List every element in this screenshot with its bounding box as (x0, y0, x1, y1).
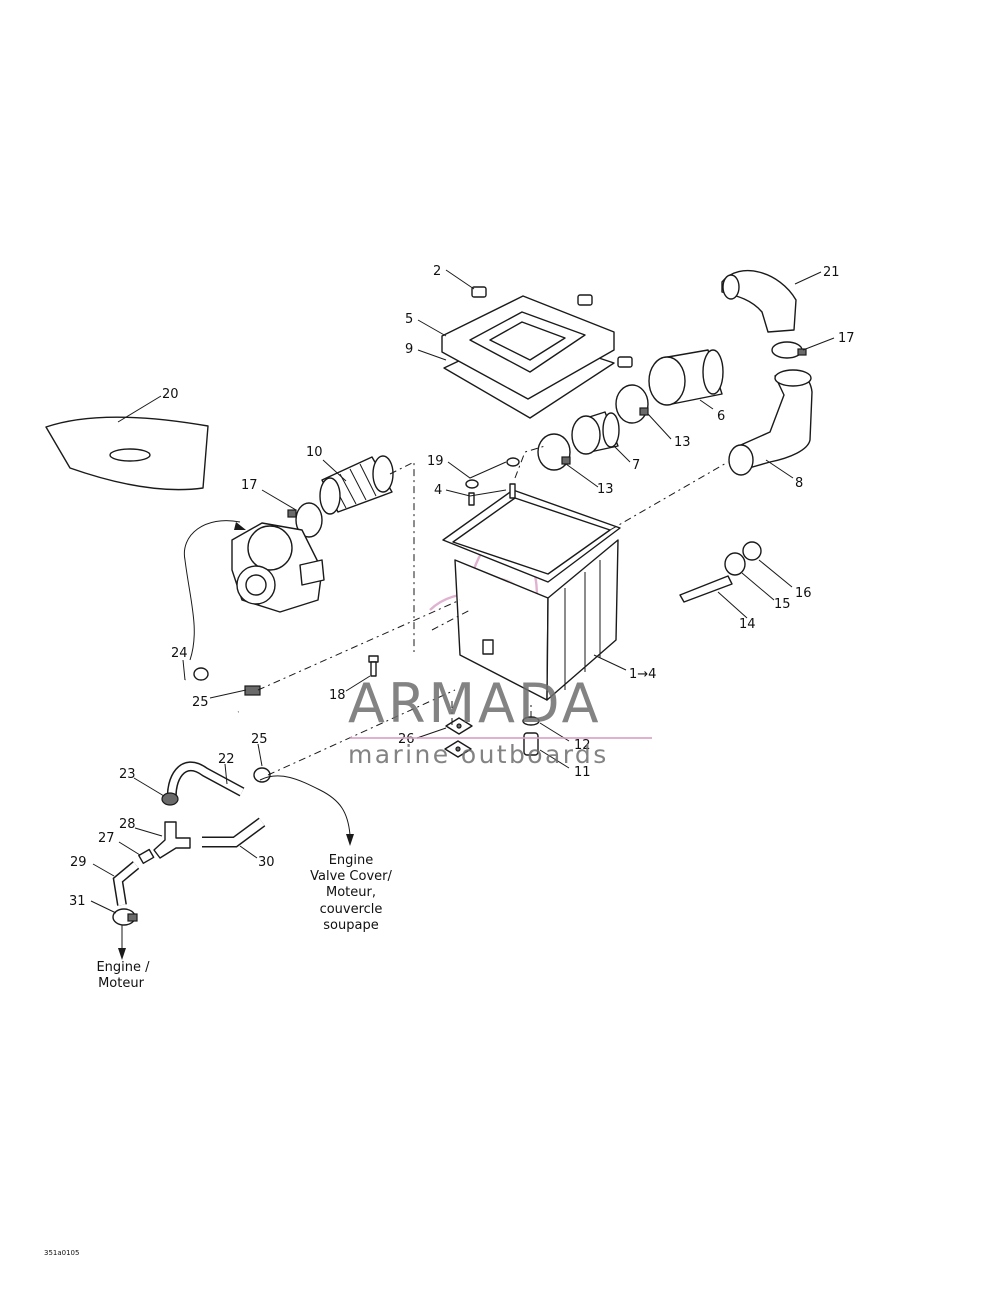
part-4-studs (468, 483, 516, 506)
callout-leaders (90, 269, 835, 914)
part-7-sleeve (571, 411, 620, 455)
part-17-clamp-side (287, 502, 323, 538)
part-26-pads (444, 717, 473, 758)
part-25-clamp-upper (193, 667, 261, 696)
part-29-hose (112, 861, 140, 906)
part-2-clips (471, 286, 633, 368)
callout-30: 30 (258, 855, 275, 870)
callout-20: 20 (162, 387, 179, 402)
part-21-elbow (721, 269, 797, 333)
callout-11: 11 (574, 765, 591, 780)
note-valve-cover-line: Moteur, (326, 885, 376, 900)
part-24-hose (175, 678, 240, 732)
callout-13-upper: 13 (674, 435, 691, 450)
callout-1-to-4: 1→4 (629, 667, 656, 682)
callout-13-lower: 13 (597, 482, 614, 497)
note-valve-cover-line: Engine (329, 853, 374, 868)
callout-23: 23 (119, 767, 136, 782)
callout-6: 6 (717, 409, 725, 424)
callout-18: 18 (329, 688, 346, 703)
callout-10: 10 (306, 445, 323, 460)
part-10-boot (319, 455, 394, 515)
note-engine-line: Moteur (98, 976, 145, 991)
watermark-subtitle: marine outboards (348, 740, 609, 769)
callout-7: 7 (632, 458, 640, 473)
callout-14: 14 (739, 617, 756, 632)
callout-31: 31 (69, 894, 86, 909)
part-20-panel (45, 416, 209, 491)
callout-19: 19 (427, 454, 444, 469)
note-valve-cover: Engine Valve Cover/ Moteur, couvercle so… (310, 853, 392, 933)
callout-26: 26 (398, 732, 415, 747)
callout-labels: 2 5 9 20 21 17 6 13 7 13 8 10 19 4 17 16… (69, 264, 855, 909)
note-valve-cover-line: couvercle (320, 902, 383, 917)
note-valve-cover-line: Valve Cover/ (310, 869, 392, 884)
callout-24: 24 (171, 646, 188, 661)
assembly-lines (257, 445, 729, 776)
part-8-duct (728, 369, 813, 476)
part-15-grommet (724, 552, 746, 576)
part-17-clamp-top (771, 341, 807, 359)
callout-17-top: 17 (838, 331, 855, 346)
part-28-tee (153, 821, 191, 859)
part-23-clamp (161, 792, 179, 806)
part-14-strap (679, 575, 733, 603)
part-13-clamp-upper (615, 384, 649, 424)
note-engine-line: Engine / (96, 960, 150, 975)
part-22-hose (166, 761, 245, 801)
watermark: ARMADA marine outboards (348, 672, 652, 769)
callout-29: 29 (70, 855, 87, 870)
callout-16: 16 (795, 586, 812, 601)
callout-15: 15 (774, 597, 791, 612)
callout-17-side: 17 (241, 478, 258, 493)
note-valve-cover-line: soupape (323, 918, 378, 933)
drawing-code: 351a0105 (44, 1249, 79, 1257)
part-30-hose (202, 817, 266, 848)
part-25-clamp-lower (253, 767, 271, 783)
callout-8: 8 (795, 476, 803, 491)
part-31-clamp (112, 908, 138, 926)
watermark-title: ARMADA (348, 672, 602, 735)
note-engine: Engine / Moteur (96, 960, 150, 991)
part-5-cover (441, 295, 615, 400)
callout-9: 9 (405, 342, 413, 357)
callout-22: 22 (218, 752, 235, 767)
part-6-sleeve (648, 349, 724, 406)
callout-28: 28 (119, 817, 136, 832)
throttle-body (231, 522, 325, 613)
callout-4: 4 (434, 483, 442, 498)
callout-25-upper: 25 (192, 695, 209, 710)
part-13-clamp-lower (537, 433, 571, 471)
callout-2: 2 (433, 264, 441, 279)
part-18-screw (368, 655, 379, 677)
callout-21: 21 (823, 265, 840, 280)
part-27-connector (138, 848, 155, 865)
routing-lines (118, 520, 354, 960)
callout-25-lower: 25 (251, 732, 268, 747)
callout-12: 12 (574, 738, 591, 753)
part-16-cap (742, 541, 762, 561)
callout-5: 5 (405, 312, 413, 327)
part-1-airbox (442, 489, 621, 701)
part-19-nuts (465, 457, 520, 489)
callout-27: 27 (98, 831, 115, 846)
